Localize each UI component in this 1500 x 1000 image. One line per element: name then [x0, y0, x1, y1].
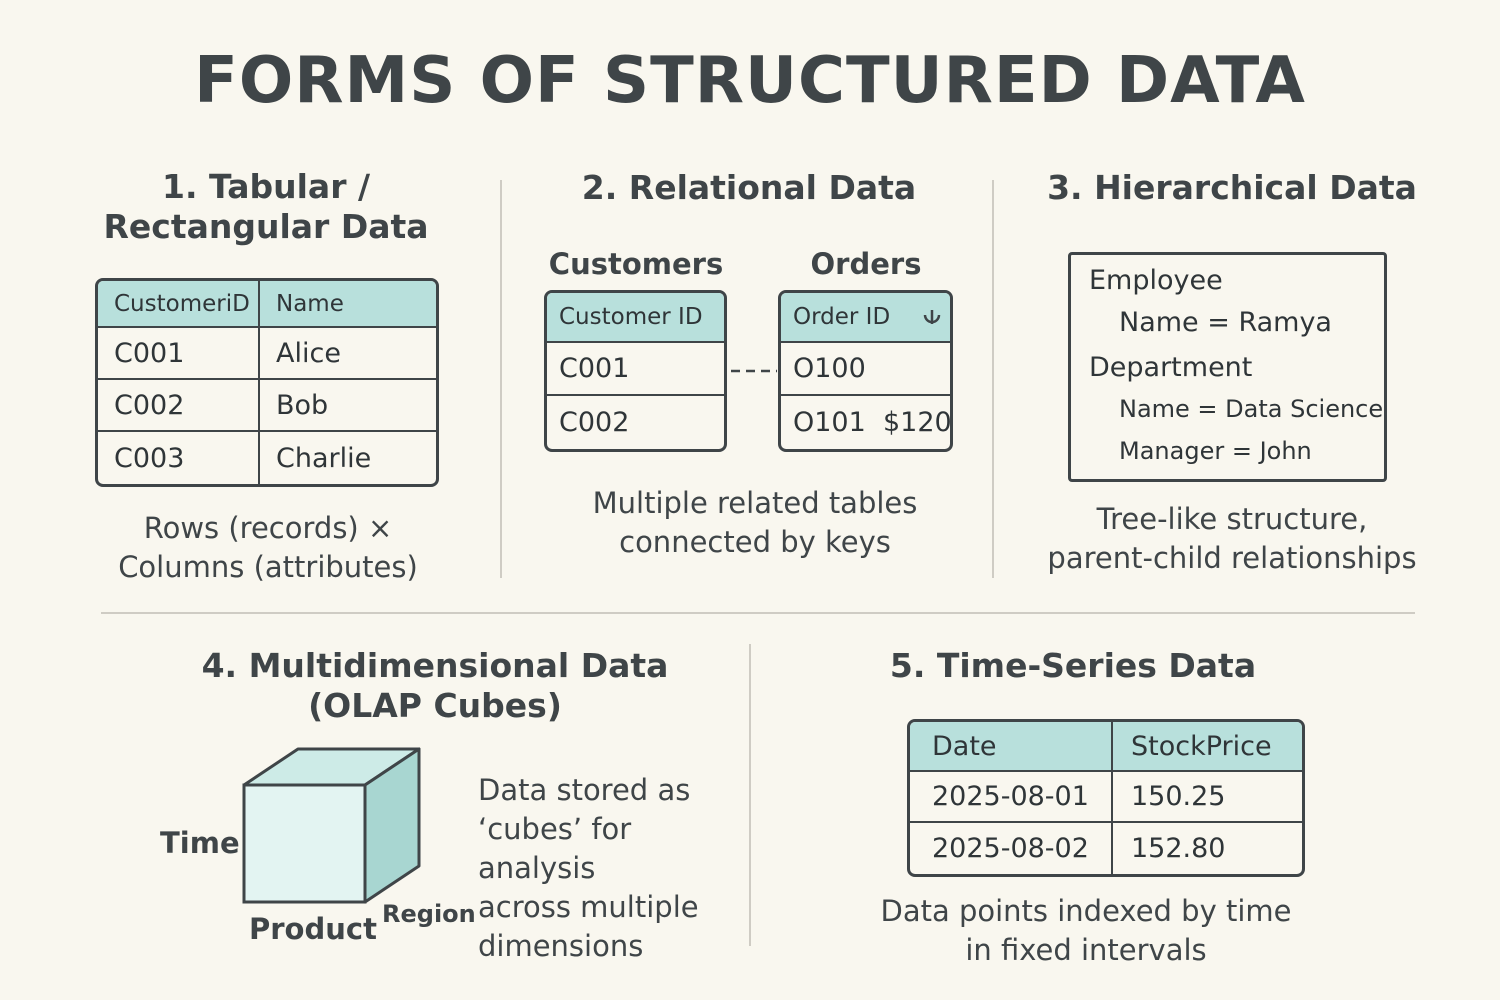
- orders-header-label: Order ID: [793, 304, 891, 330]
- hierarchy-department: Department: [1089, 352, 1253, 383]
- tabular-caption-line1: Rows (records) ×: [143, 511, 393, 545]
- orders-table-label: Orders: [810, 247, 922, 281]
- order-amount: $120: [883, 407, 952, 438]
- table-cell: C001: [98, 328, 260, 380]
- table-cell: 2025-08-01: [910, 772, 1113, 823]
- table-header-row: Order ID: [781, 293, 950, 343]
- foreign-key-connector: [731, 369, 777, 373]
- timeseries-caption-line2: in fixed intervals: [965, 933, 1207, 967]
- table-row: 2025-08-01 150.25: [910, 772, 1302, 823]
- table-cell: C002: [559, 407, 630, 438]
- multidimensional-desc-line3: across multiple: [478, 890, 699, 924]
- tabular-caption-line2: Columns (attributes): [118, 550, 418, 584]
- divider-4-5: [749, 644, 751, 946]
- table-row: O101 $120: [781, 396, 950, 449]
- hierarchical-caption-line1: Tree-like structure,: [1096, 502, 1368, 536]
- olap-cube-icon: [242, 747, 421, 904]
- divider-2-3: [992, 180, 994, 578]
- table-cell: C001: [547, 343, 724, 396]
- divider-1-2: [500, 180, 502, 578]
- order-id: O100: [793, 353, 866, 384]
- hierarchical-caption-line2: parent-child relationships: [1047, 541, 1417, 575]
- table-header-row: Customer ID: [547, 293, 724, 343]
- customers-table: Customer ID C001 C002: [544, 290, 727, 452]
- relational-caption: Multiple related tables connected by key…: [545, 484, 965, 562]
- table-row: C001: [547, 343, 724, 396]
- relational-caption-line1: Multiple related tables: [592, 486, 918, 520]
- table-cell: 2025-08-02: [910, 823, 1113, 874]
- table-row: C002 Bob: [98, 380, 436, 432]
- timeseries-caption-line1: Data points indexed by time: [880, 894, 1292, 928]
- cube-axis-time: Time: [160, 826, 240, 860]
- multidimensional-heading-line1: 4. Multidimensional Data: [201, 646, 669, 685]
- timeseries-heading: 5. Time-Series Data: [889, 646, 1257, 685]
- table-header-row: Date StockPrice: [910, 722, 1302, 772]
- multidimensional-description: Data stored as ‘cubes’ for analysis acro…: [478, 771, 748, 966]
- table-cell: 152.80: [1131, 833, 1226, 864]
- multidimensional-desc-line4: dimensions: [478, 929, 644, 963]
- hierarchy-employee-name: Name = Ramya: [1119, 307, 1332, 338]
- table-header-cell: StockPrice: [1113, 722, 1302, 772]
- table-header-cell: Order ID: [781, 293, 950, 343]
- table-row: O100: [781, 343, 950, 396]
- multidimensional-heading-line2: (OLAP Cubes): [308, 686, 562, 725]
- cube-axis-region: Region: [382, 900, 476, 928]
- table-row: C002: [547, 396, 724, 449]
- multidimensional-heading: 4. Multidimensional Data (OLAP Cubes): [180, 646, 690, 726]
- hierarchy-department-manager: Manager = John: [1119, 437, 1312, 465]
- key-icon: [923, 310, 941, 324]
- order-id: O101: [793, 407, 866, 438]
- tabular-heading-line1: 1. Tabular /: [161, 167, 371, 206]
- hierarchical-caption: Tree-like structure, parent-child relati…: [1030, 500, 1434, 578]
- tabular-heading: 1. Tabular / Rectangular Data: [80, 167, 452, 247]
- table-header-cell: CustomeriD: [98, 281, 260, 328]
- table-cell: C003: [98, 432, 260, 484]
- table-header-cell: Customer ID: [547, 293, 724, 343]
- page-title: FORMS OF STRUCTURED DATA: [194, 44, 1306, 118]
- table-header-cell: Date: [910, 722, 1113, 772]
- cube-axis-product: Product: [249, 912, 377, 946]
- hierarchical-heading: 3. Hierarchical Data: [1047, 168, 1417, 207]
- hierarchy-department-name: Name = Data Science: [1119, 395, 1384, 423]
- table-row: C001 Alice: [98, 328, 436, 380]
- table-cell: Bob: [260, 380, 436, 432]
- table-cell: 150.25: [1113, 772, 1302, 823]
- table-cell: Alice: [260, 328, 436, 380]
- tabular-caption: Rows (records) × Columns (attributes): [80, 509, 456, 587]
- divider-horizontal: [101, 612, 1415, 614]
- multidimensional-desc-line2: ‘cubes’ for analysis: [478, 812, 632, 885]
- hierarchy-record-box: Employee Name = Ramya Department Name = …: [1068, 252, 1387, 482]
- table-header-cell: Name: [260, 281, 436, 328]
- customers-table-label: Customers: [548, 247, 724, 281]
- hierarchy-employee: Employee: [1089, 265, 1223, 296]
- relational-caption-line2: connected by keys: [619, 525, 891, 559]
- table-cell: C002: [98, 380, 260, 432]
- table-cell: O100: [781, 343, 950, 396]
- relational-heading: 2. Relational Data: [581, 168, 917, 207]
- table-row: C003 Charlie: [98, 432, 436, 484]
- orders-table: Order ID O100 O101 $120: [778, 290, 953, 452]
- table-cell: Charlie: [276, 442, 372, 474]
- tabular-heading-line2: Rectangular Data: [103, 207, 429, 246]
- multidimensional-desc-line1: Data stored as: [478, 773, 691, 807]
- tabular-table: CustomeriD Name C001 Alice C002 Bob C003…: [95, 278, 439, 487]
- timeseries-caption: Data points indexed by time in fixed int…: [860, 892, 1312, 970]
- table-row: 2025-08-02 152.80: [910, 823, 1302, 874]
- table-cell: O101 $120: [781, 396, 950, 449]
- timeseries-table: Date StockPrice 2025-08-01 150.25 2025-0…: [907, 719, 1305, 877]
- table-header-row: CustomeriD Name: [98, 281, 436, 328]
